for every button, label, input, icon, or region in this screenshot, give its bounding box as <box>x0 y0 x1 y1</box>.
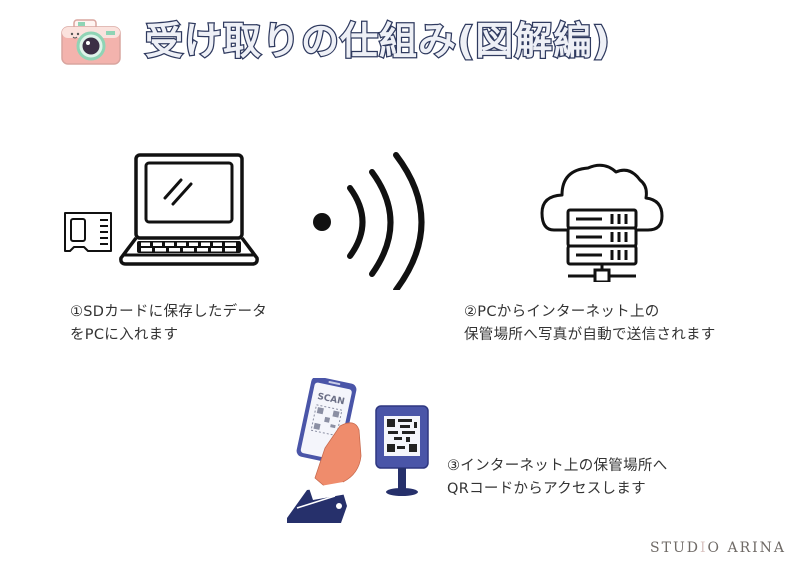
sd-card-icon <box>62 210 114 254</box>
step-1-line-1: ①SDカードに保存したデータ <box>70 304 268 320</box>
step-3-caption: ③インターネット上の保管場所へ QRコードからアクセスします <box>447 455 668 501</box>
brand-text-1: STUD <box>650 540 700 556</box>
step-2-line-2: 保管場所へ写真が自動で送信されます <box>464 327 716 343</box>
laptop-icon <box>117 152 261 268</box>
brand-text-3: ARINA <box>727 540 786 556</box>
step-1-line-2: をPCに入れます <box>70 327 179 343</box>
qr-stand-icon <box>374 404 432 499</box>
step-2-line-1: ②PCからインターネット上の <box>464 304 660 320</box>
step-3-line-1: ③インターネット上の保管場所へ <box>447 458 668 474</box>
page-title: 受け取りの仕組み(図解編) <box>144 18 611 65</box>
step-3-line-2: QRコードからアクセスします <box>447 481 646 497</box>
brand-text-2: O <box>707 540 721 556</box>
phone-scan-icon: SCAN <box>285 378 380 523</box>
camera-icon <box>60 18 122 66</box>
step-2-caption: ②PCからインターネット上の 保管場所へ写真が自動で送信されます <box>464 301 716 347</box>
step-1-caption: ①SDカードに保存したデータ をPCに入れます <box>70 301 267 347</box>
wireless-signal-icon <box>305 150 435 290</box>
cloud-server-icon <box>540 158 664 282</box>
brand-text-light: I <box>699 540 708 556</box>
brand-logo: STUDIO ARINA <box>650 540 786 556</box>
